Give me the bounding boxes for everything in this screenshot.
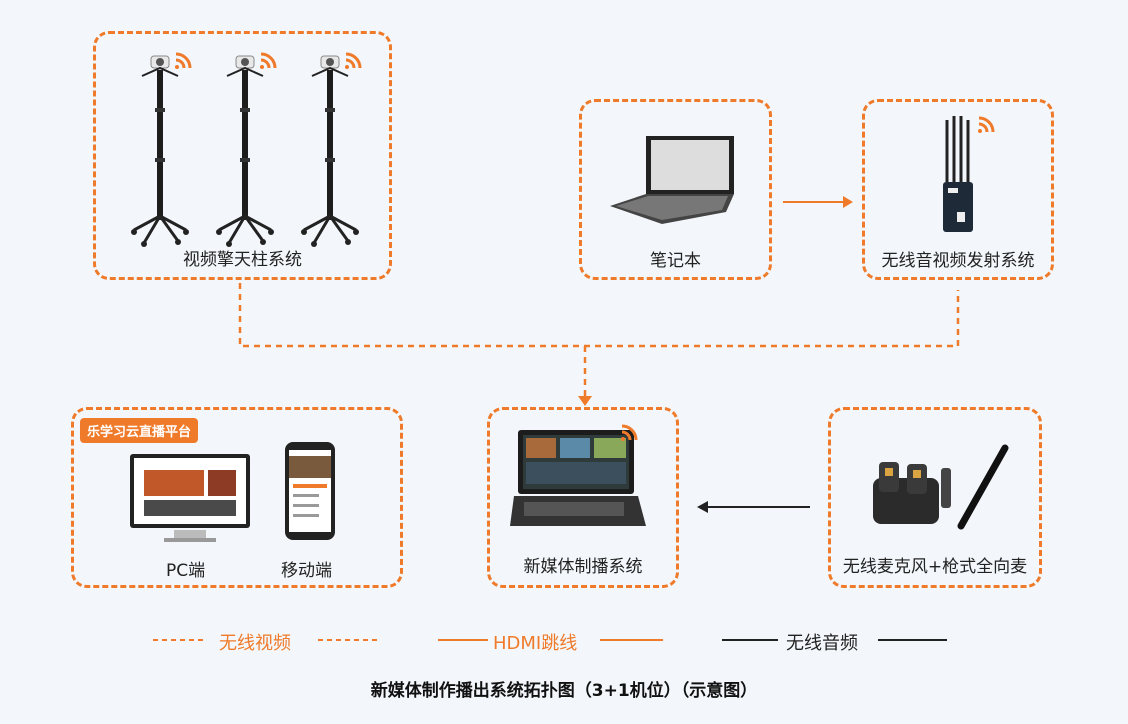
mic-label: 无线麦克风+枪式全向麦	[842, 557, 1028, 577]
hdmi-arrow-head	[843, 196, 853, 208]
mobile-label: 移动端	[281, 561, 332, 581]
platform-box: 乐学习云直播平台 PC端 移动端	[71, 407, 403, 588]
production-label: 新媒体制播系统	[523, 557, 643, 577]
laptop-box: 笔记本	[579, 99, 772, 280]
laptop-image	[610, 136, 734, 224]
audio-arrow-head	[697, 501, 708, 513]
transmitter-box: 无线音视频发射系统	[862, 99, 1054, 280]
production-console-image	[510, 424, 646, 526]
platform-badge: 乐学习云直播平台	[80, 418, 199, 443]
mic-box: 无线麦克风+枪式全向麦	[828, 407, 1042, 588]
pc-monitor-image	[130, 454, 250, 542]
legend-wireless-video: 无线视频	[219, 633, 291, 654]
legend-hdmi: HDMI跳线	[493, 633, 578, 654]
production-box: 新媒体制播系统	[487, 407, 679, 588]
pillar-system-box: 视频擎天柱系统	[93, 31, 392, 280]
transmitter-label: 无线音视频发射系统	[881, 251, 1035, 271]
pillar-system-label: 视频擎天柱系统	[183, 250, 302, 270]
legend-wireless-audio: 无线音频	[786, 633, 858, 654]
pillar-link-line	[238, 283, 960, 348]
pc-label: PC端	[166, 561, 206, 581]
mobile-phone-image	[285, 442, 335, 540]
microphone-image	[873, 444, 1009, 530]
diagram-caption: 新媒体制作播出系统拓扑图（3+1机位）（示意图）	[370, 681, 758, 701]
transmitter-image	[943, 116, 995, 232]
laptop-label: 笔记本	[650, 251, 701, 271]
main-down-arrow	[578, 396, 592, 406]
camera-pillars-image	[131, 52, 362, 248]
